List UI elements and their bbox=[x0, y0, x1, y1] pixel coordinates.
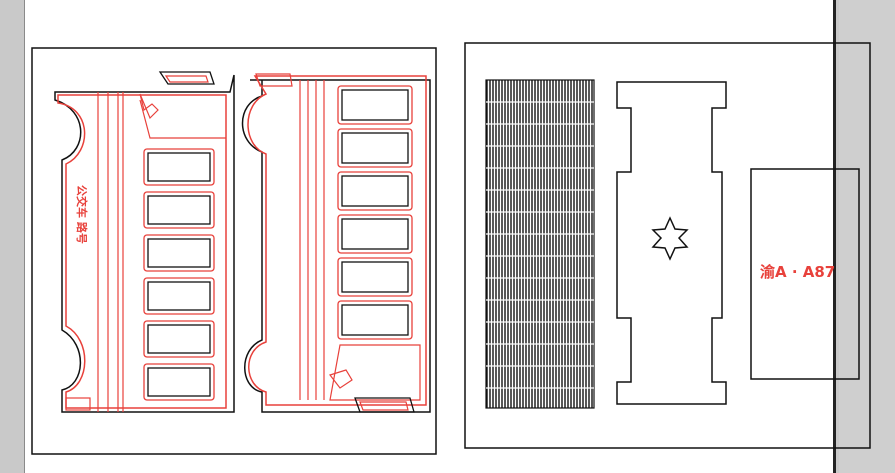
bus-side-left[interactable]: 公交车 路号 bbox=[54, 71, 235, 413]
right-panel-frame[interactable] bbox=[464, 42, 871, 449]
license-plate-text: 渝A · A87 bbox=[760, 263, 835, 281]
right-gray-margin bbox=[839, 0, 895, 473]
six-point-star-icon bbox=[651, 216, 689, 261]
left-rotated-label: 公交车 路号 bbox=[75, 185, 89, 244]
grille-piece[interactable] bbox=[485, 79, 595, 409]
plate-piece[interactable] bbox=[750, 168, 860, 380]
left-panel-frame[interactable] bbox=[31, 47, 437, 455]
bus-side-right[interactable] bbox=[241, 73, 431, 413]
cross-piece[interactable] bbox=[616, 81, 727, 405]
